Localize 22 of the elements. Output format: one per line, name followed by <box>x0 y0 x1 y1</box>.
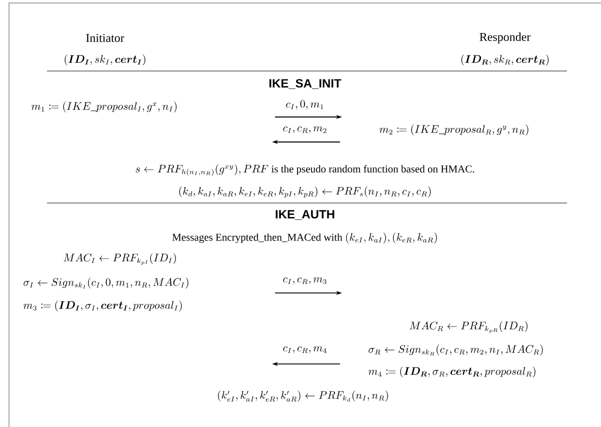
message-label: $c_I, 0, m_1$ <box>286 100 324 110</box>
message-label: $c_I, c_R, m_4$ <box>283 346 326 354</box>
party-name: Initiator <box>86 34 124 42</box>
party-credentials: $(\boldsymbol{ID_R}, sk_R, \boldsymbol{cert_R})$ <box>461 54 549 66</box>
phase-heading: IKE_AUTH <box>276 210 334 220</box>
formula: $m_3 \coloneqq (\boldsymbol{ID_I}, \sigma_I, \boldsymbol{cert_I}, proposal_I)$ <box>24 300 182 312</box>
message-label: $c_I, c_R, m_3$ <box>283 277 326 284</box>
formula: $s \leftarrow PRF_{h(n_I,n_R)}(g^{xy}), PRF \text{ is the pseudo random function based on HMAC.}$ <box>136 164 474 176</box>
formula: $MAC_I \leftarrow PRF_{k_{pI}}(ID_I)$ <box>64 253 176 265</box>
formula: $(k_d, k_{aI}, k_{aR}, k_{eI}, k_{eR}, k_{pI}, k_{pR}) \leftarrow PRF_s(n_I, n_R, c_I, c_R)$ <box>179 186 431 198</box>
formula: $m_1 \coloneqq (IKE\_proposal_I, g^x, n_I)$ <box>32 102 177 112</box>
phase-heading: IKE_SA_INIT <box>269 79 342 89</box>
message-label: $c_I, c_R, m_2$ <box>283 126 326 134</box>
formula: $MAC_R \leftarrow PRF_{k_{pR}}(ID_R)$ <box>410 321 528 333</box>
party-credentials: $(\boldsymbol{ID_I}, sk_I, \boldsymbol{cert_I})$ <box>64 54 146 66</box>
formula: $(k'_{eI}, k'_{aI}, k'_{eR}, k'_{aR}) \leftarrow PRF_{k_d}(n_I, n_R)$ <box>218 390 388 402</box>
formula: $m_4 \coloneqq (\boldsymbol{ID_R}, \sigma_R, \boldsymbol{cert_R}, proposal_R)$ <box>368 366 536 378</box>
formula: $m_2 \coloneqq (IKE\_proposal_R, g^y, n_R)$ <box>380 124 528 136</box>
formula: $\sigma_R \leftarrow Sign_{sk_R}(c_I, c_R, m_2, n_I, MAC_R)$ <box>368 344 543 356</box>
party-name: Responder <box>480 32 531 44</box>
formula: $\sigma_I \leftarrow Sign_{sk_I}(c_I, 0, m_1, n_R, MAC_I)$ <box>24 278 188 288</box>
note: $\text{Messages Encrypted\_then\_MACed with } (k_{eI}, k_{aI}), (k_{eR}, k_{aR})$ <box>172 232 437 244</box>
